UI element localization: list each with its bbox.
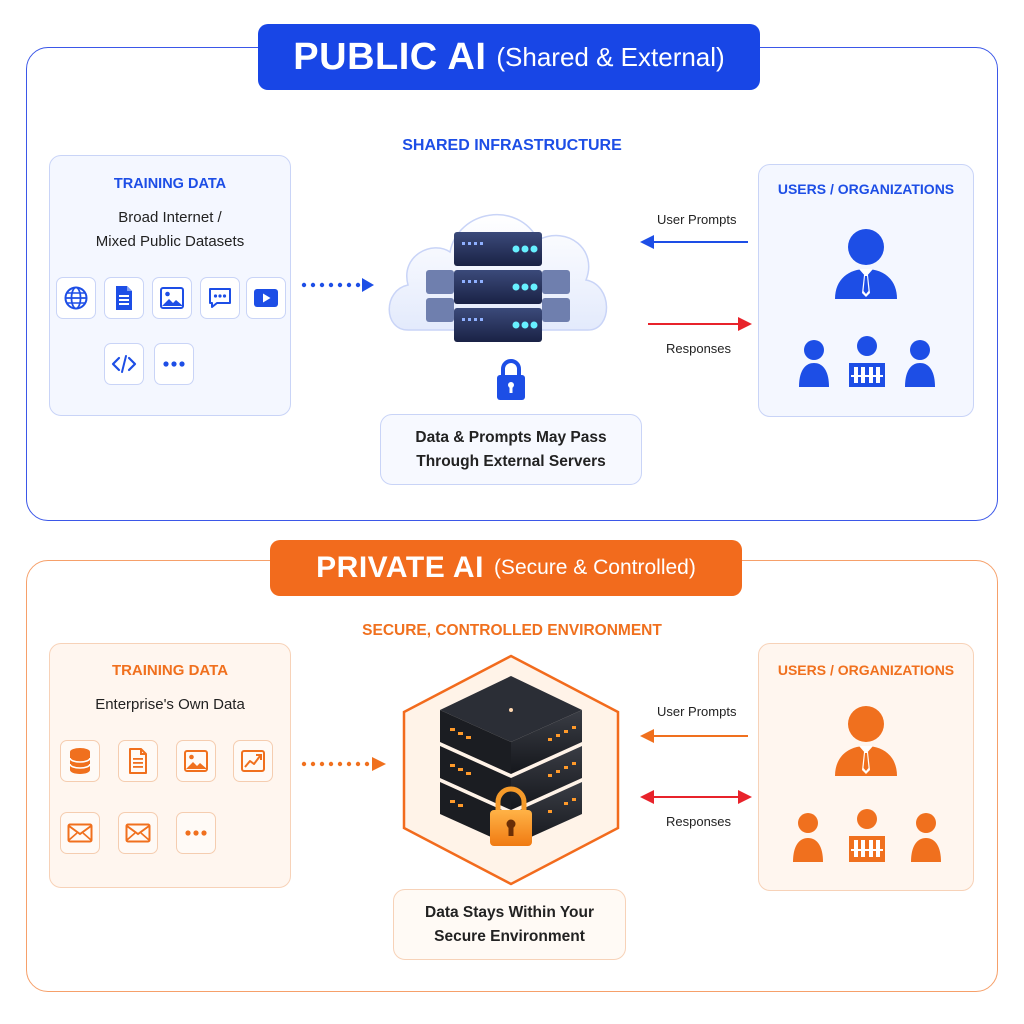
secure-environment-line1: Data Stays Within Your — [425, 904, 594, 921]
public-training-line1: Broad Internet / — [118, 209, 222, 226]
public-ai-title-main: PUBLIC AI — [293, 35, 487, 78]
secure-environment-line2: Secure Environment — [434, 928, 585, 945]
private-training-heading: TRAINING DATA — [111, 662, 229, 679]
private-tile-mail-2 — [118, 812, 158, 854]
private-ai-title-main: PRIVATE AI — [316, 551, 484, 584]
mail-icon — [67, 823, 93, 843]
public-ai-title-sub: (Shared & External) — [496, 41, 725, 72]
user-icon — [835, 706, 897, 776]
team-member-icon — [911, 813, 941, 862]
private-responses-label: Responses — [666, 814, 732, 829]
image-icon — [184, 750, 208, 772]
public-users-card: USERS / ORGANIZATIONS — [758, 164, 974, 417]
more-icon — [185, 830, 207, 836]
secure-environment-note: Data Stays Within Your Secure Environmen… — [393, 889, 626, 960]
cloud-server-icon — [388, 214, 608, 342]
external-servers-line2: Through External Servers — [416, 453, 606, 470]
private-responses-arrow — [640, 790, 752, 804]
private-training-data-card: TRAINING DATA Enterprise's Own Data — [49, 643, 291, 888]
private-users-card: USERS / ORGANIZATIONS — [758, 643, 974, 891]
public-tile-more — [154, 343, 194, 385]
public-responses-arrow — [648, 317, 752, 331]
private-ai-title: PRIVATE AI (Secure & Controlled) — [270, 540, 742, 596]
public-prompts-arrow — [640, 235, 748, 249]
organization-icon — [849, 809, 885, 862]
team-member-icon — [905, 340, 935, 387]
public-tile-chat — [200, 277, 240, 319]
video-play-icon — [254, 289, 278, 307]
public-tile-code — [104, 343, 144, 385]
public-training-data-card: TRAINING DATA Broad Internet / Mixed Pub… — [49, 155, 291, 416]
chat-icon — [209, 288, 231, 308]
public-training-line2: Mixed Public Datasets — [95, 233, 245, 250]
private-users-heading: USERS / ORGANIZATIONS — [777, 662, 955, 678]
private-tile-mail-1 — [60, 812, 100, 854]
database-icon — [69, 748, 91, 774]
private-tile-more — [176, 812, 216, 854]
private-tile-document — [118, 740, 158, 782]
private-tile-database — [60, 740, 100, 782]
mail-icon — [125, 823, 151, 843]
document-icon — [116, 286, 132, 310]
external-servers-note: Data & Prompts May Pass Through External… — [380, 414, 642, 485]
lock-icon — [497, 359, 525, 400]
more-icon — [163, 361, 185, 367]
image-icon — [160, 287, 184, 309]
team-member-icon — [793, 813, 823, 862]
public-users-heading: USERS / ORGANIZATIONS — [777, 181, 955, 197]
public-user-prompts-label: User Prompts — [657, 212, 737, 227]
private-tile-chart — [233, 740, 273, 782]
public-responses-label: Responses — [666, 341, 732, 356]
private-training-line1: Enterprise's Own Data — [95, 696, 245, 713]
code-icon — [111, 355, 137, 373]
public-training-heading: TRAINING DATA — [113, 176, 227, 192]
public-ai-title: PUBLIC AI (Shared & External) — [258, 24, 760, 90]
secure-environment-heading: SECURE, CONTROLLED ENVIRONMENT — [362, 622, 662, 639]
private-tile-image — [176, 740, 216, 782]
private-ai-title-sub: (Secure & Controlled) — [493, 556, 696, 579]
public-training-flow-arrow — [301, 278, 374, 292]
document-icon — [129, 748, 147, 774]
public-tile-video — [246, 277, 286, 319]
globe-icon — [64, 286, 88, 310]
private-prompts-arrow — [640, 729, 748, 743]
secure-server-icon — [402, 654, 620, 886]
chart-icon — [241, 750, 265, 772]
organization-icon — [849, 336, 885, 387]
shared-infrastructure-heading: SHARED INFRASTRUCTURE — [402, 137, 622, 154]
public-tile-image — [152, 277, 192, 319]
private-user-prompts-label: User Prompts — [657, 704, 737, 719]
private-training-flow-arrow — [301, 757, 386, 771]
public-tile-document — [104, 277, 144, 319]
public-tile-globe — [56, 277, 96, 319]
team-member-icon — [799, 340, 829, 387]
external-servers-line1: Data & Prompts May Pass — [415, 429, 607, 446]
user-icon — [835, 229, 897, 299]
